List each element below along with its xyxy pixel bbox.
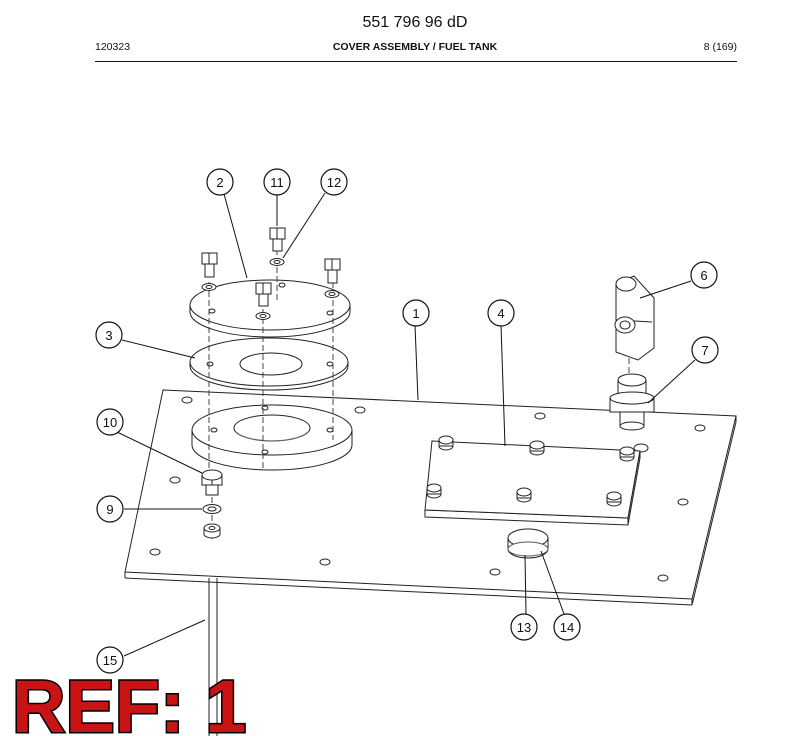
callout-9 (96, 495, 124, 523)
header-date-code: 120323 (95, 41, 131, 53)
washer-part-9 (202, 504, 222, 514)
callout-13 (510, 613, 538, 641)
callouts (95, 168, 719, 674)
rod-part-15 (208, 578, 218, 736)
top-bolts (201, 227, 341, 320)
callout-label-4: 4 (497, 306, 504, 321)
ref-label: REF: 1 (12, 665, 246, 736)
doc-number: 551 796 96 dD (362, 14, 468, 31)
callout-6 (690, 261, 718, 289)
callout-label-6: 6 (700, 268, 707, 283)
callout-15 (96, 646, 124, 674)
leader-lines (116, 192, 696, 657)
header-rule (95, 61, 737, 62)
lower-washer (203, 523, 221, 539)
gasket-part-3 (189, 337, 349, 391)
callout-11 (263, 168, 291, 196)
callout-1 (402, 299, 430, 327)
callout-label-14: 14 (560, 620, 574, 635)
header-title: COVER ASSEMBLY / FUEL TANK (332, 41, 498, 53)
straight-fitting-part-7 (609, 373, 655, 431)
callout-2 (206, 168, 234, 196)
header-page-number: 8 (169) (703, 41, 737, 53)
callout-label-15: 15 (103, 653, 117, 668)
bolt-part-11 (269, 227, 286, 266)
flange-ring (191, 404, 353, 471)
cover-disc-part-2 (189, 279, 351, 338)
callout-label-1: 1 (412, 306, 419, 321)
callout-label-9: 9 (106, 502, 113, 517)
callout-7 (691, 336, 719, 364)
callout-label-11: 11 (270, 175, 284, 190)
callout-10 (96, 408, 124, 436)
callout-14 (553, 613, 581, 641)
callout-3 (95, 321, 123, 349)
callout-label-12: 12 (327, 175, 341, 190)
callout-label-3: 3 (105, 328, 112, 343)
inspection-cover-part-4 (424, 435, 641, 526)
callout-label-2: 2 (216, 175, 223, 190)
callout-label-13: 13 (517, 620, 531, 635)
callout-label-10: 10 (103, 415, 117, 430)
plug-part-13-14 (507, 528, 549, 559)
callout-12 (320, 168, 348, 196)
callout-4 (487, 299, 515, 327)
callout-label-7: 7 (701, 343, 708, 358)
bolt-part-10 (201, 469, 223, 496)
